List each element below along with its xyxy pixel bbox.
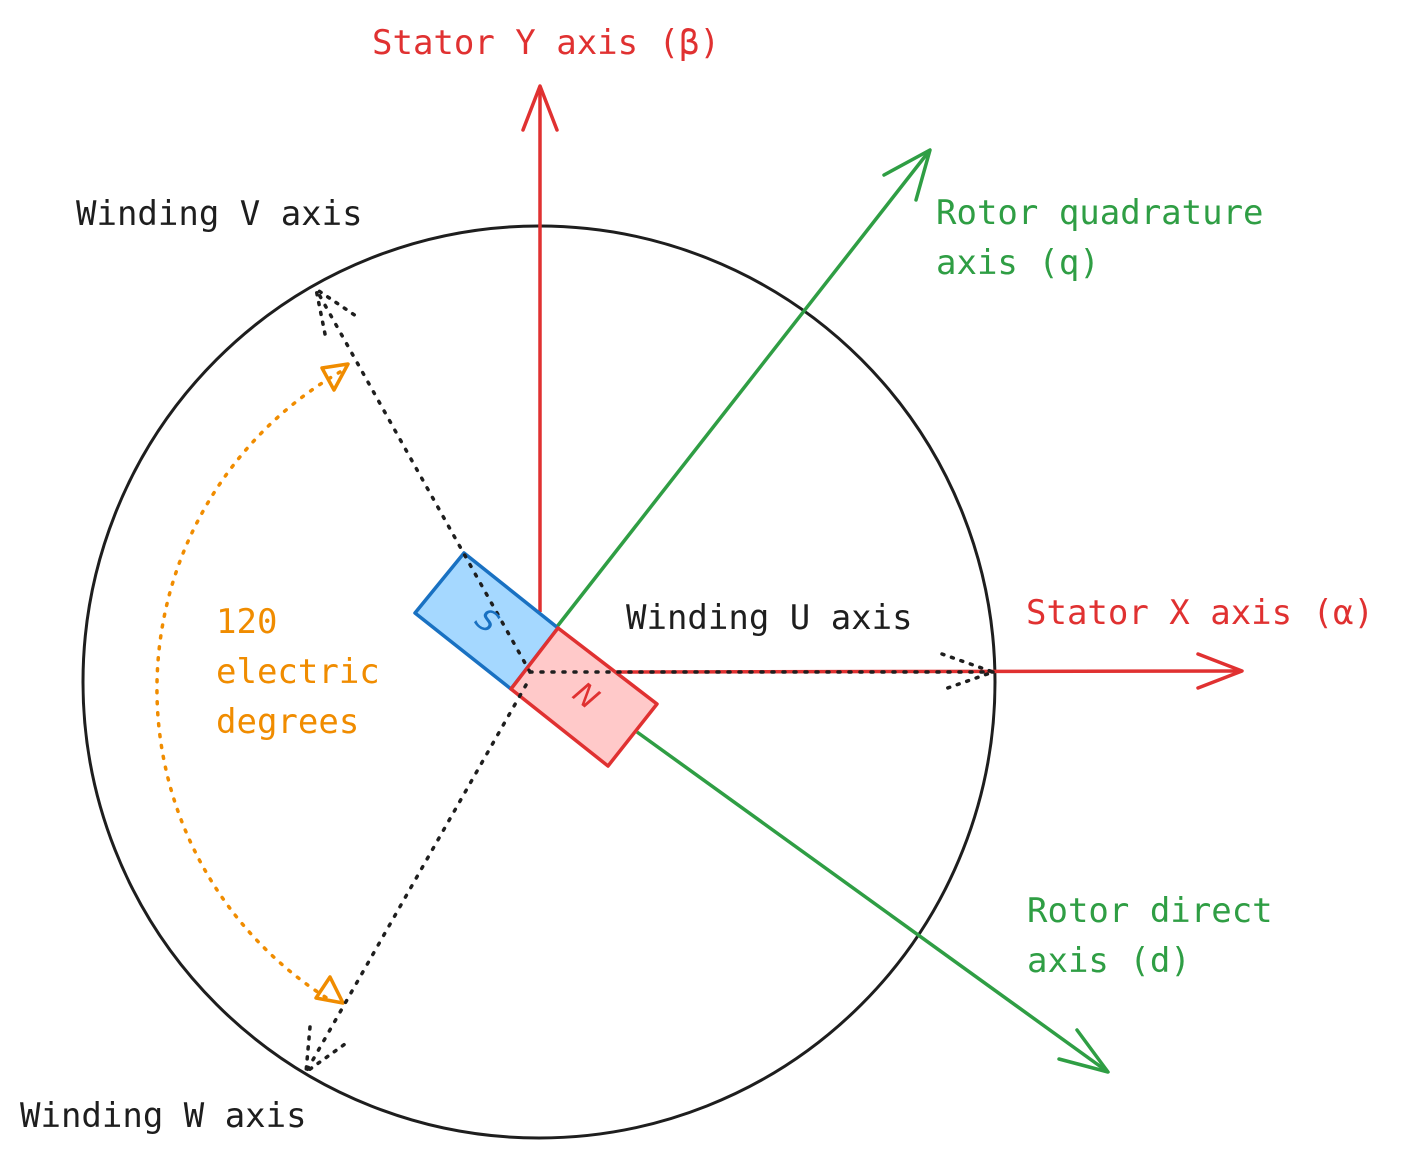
- angle-label-line2: electric: [216, 652, 380, 692]
- winding-u-label: Winding U axis: [626, 598, 913, 638]
- stator-x-label: Stator X axis (α): [1026, 593, 1374, 633]
- angle-arc: [155, 370, 342, 1002]
- stator-y-label: Stator Y axis (β): [372, 23, 720, 63]
- arrow-up-right-icon: [882, 148, 932, 202]
- magnet-north-pole: [509, 626, 659, 768]
- rotor-q-axis-line: [554, 148, 932, 630]
- winding-v-axis-line: [314, 287, 532, 674]
- winding-w-label: Winding W axis: [20, 1096, 307, 1136]
- winding-w-axis-line: [304, 683, 528, 1074]
- winding-w-arrowhead-icon: [303, 1025, 347, 1076]
- rotor-q-label-line1: Rotor quadrature: [936, 193, 1264, 233]
- angle-label-line3: degrees: [216, 702, 359, 742]
- rotor-q-label-line2: axis (q): [936, 243, 1100, 283]
- arrow-up-icon: [521, 84, 559, 132]
- angle-label-line1: 120: [216, 602, 277, 642]
- winding-v-label: Winding V axis: [76, 194, 363, 234]
- angle-arrowhead-top-icon: [320, 362, 350, 392]
- arrow-down-right-icon: [1057, 1028, 1110, 1074]
- angle-arrowhead-bottom-icon: [314, 975, 345, 1005]
- rotor-d-axis-line: [635, 730, 1110, 1074]
- winding-u-arrowhead-icon: [940, 652, 999, 692]
- rotor-d-label-line1: Rotor direct: [1027, 891, 1273, 931]
- rotor-d-label-line2: axis (d): [1027, 941, 1191, 981]
- arrow-right-icon: [1196, 652, 1244, 690]
